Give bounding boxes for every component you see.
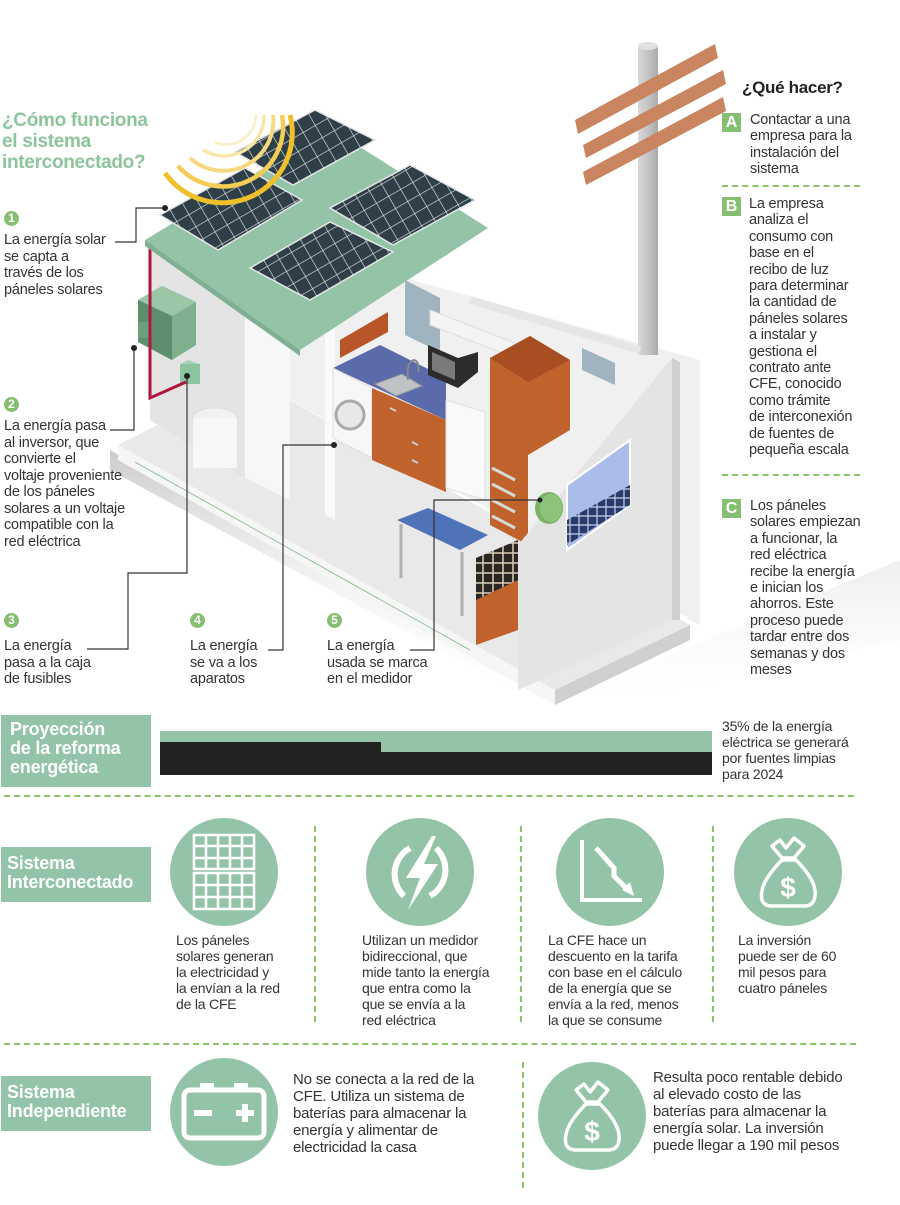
column-divider — [520, 826, 522, 1022]
leader-dots — [131, 205, 543, 503]
descending-chart-icon — [556, 818, 664, 926]
battery-icon — [170, 1058, 278, 1166]
letter-badge: A — [722, 113, 741, 132]
card-text: La CFE hace un descuento en la tarifa co… — [548, 932, 683, 1028]
column-divider — [712, 826, 714, 1022]
svg-text:$: $ — [584, 1116, 600, 1147]
column-divider — [522, 1062, 524, 1188]
step-number-badge: 1 — [4, 211, 19, 226]
step-number-badge: 4 — [190, 613, 205, 628]
card-text: Resulta poco rentable debido al elevado … — [653, 1069, 843, 1154]
step-3: 3 La energía pasa a la caja de fusibles — [4, 613, 91, 687]
fuse-box — [180, 364, 200, 384]
svg-text:$: $ — [780, 872, 796, 903]
step-number-badge: 3 — [4, 613, 19, 628]
bar-other-energy — [381, 752, 712, 775]
section-divider — [4, 1043, 856, 1045]
card-text: La inversión puede ser de 60 mil pesos p… — [738, 932, 837, 996]
money-bag-icon: $ — [734, 818, 842, 926]
letter-badge: B — [722, 197, 741, 216]
que-hacer-title: ¿Qué hacer? — [742, 78, 843, 97]
independiente-label: Sistema Independiente — [1, 1076, 151, 1131]
money-bag-icon: $ — [538, 1062, 646, 1170]
step-5: 5 La energía usada se marca en el medido… — [327, 613, 428, 687]
page-title: ¿Cómo funciona el sistema interconectado… — [2, 110, 148, 173]
proyeccion-annotation: 35% de la energía eléctrica se generará … — [722, 718, 849, 782]
divider — [722, 185, 860, 187]
leader-lines — [87, 207, 540, 651]
step-number-badge: 5 — [327, 613, 342, 628]
energy-projection-bar — [160, 731, 712, 775]
section-divider — [4, 795, 854, 797]
lightning-icon — [366, 818, 474, 926]
column-divider — [314, 826, 316, 1022]
card-text: Los páneles solares generan la electrici… — [176, 932, 280, 1012]
pole-crossarms — [575, 44, 726, 185]
bar-current-segment — [160, 742, 381, 775]
divider — [722, 474, 860, 476]
letter-badge: C — [722, 499, 741, 518]
step-1: 1 La energía solar se capta a través de … — [4, 211, 106, 298]
ground-shadow — [110, 450, 900, 715]
step-2: 2 La energía pasa al inversor, que convi… — [4, 397, 125, 550]
house-illustration — [87, 42, 900, 715]
step-number-badge: 2 — [4, 397, 19, 412]
step-4: 4 La energía se va a los aparatos — [190, 613, 258, 687]
card-text: Utilizan un medidor bidireccional, que m… — [362, 932, 490, 1028]
card-text: No se conecta a la red de la CFE. Utiliz… — [293, 1071, 475, 1156]
proyeccion-label: Proyección de la reforma energética — [1, 715, 151, 787]
solar-panel-icon — [170, 818, 278, 926]
interconectado-label: Sistema Interconectado — [1, 847, 151, 902]
sun-rays-icon — [162, 114, 295, 206]
